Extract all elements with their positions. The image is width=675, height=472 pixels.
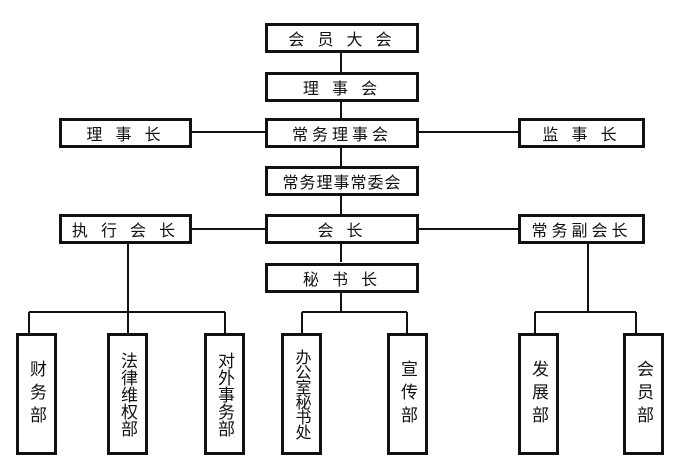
node-president: 会 长 bbox=[265, 214, 419, 244]
dept-external-affairs: 对外事务部 bbox=[204, 333, 245, 455]
node-council: 理 事 会 bbox=[265, 72, 419, 102]
node-standing-committee: 常务理事常委会 bbox=[265, 166, 419, 196]
node-secretary-general: 秘 书 长 bbox=[265, 263, 419, 293]
dept-publicity: 宣传部 bbox=[387, 333, 428, 455]
dept-membership: 会员部 bbox=[623, 333, 664, 455]
node-council-chair: 理 事 长 bbox=[59, 118, 192, 148]
node-standing-council: 常务理事会 bbox=[265, 118, 419, 148]
dept-development: 发展部 bbox=[518, 333, 559, 455]
node-standing-vice-president: 常务副会长 bbox=[518, 214, 645, 244]
dept-finance: 财务部 bbox=[16, 333, 57, 455]
node-general-assembly: 会 员 大 会 bbox=[265, 23, 419, 53]
node-executive-president: 执 行 会 长 bbox=[59, 214, 192, 244]
dept-legal-rights: 法律维权部 bbox=[107, 333, 148, 455]
dept-office-secretariat: 办公室秘书处 bbox=[281, 333, 322, 455]
node-supervisor: 监 事 长 bbox=[518, 118, 645, 148]
